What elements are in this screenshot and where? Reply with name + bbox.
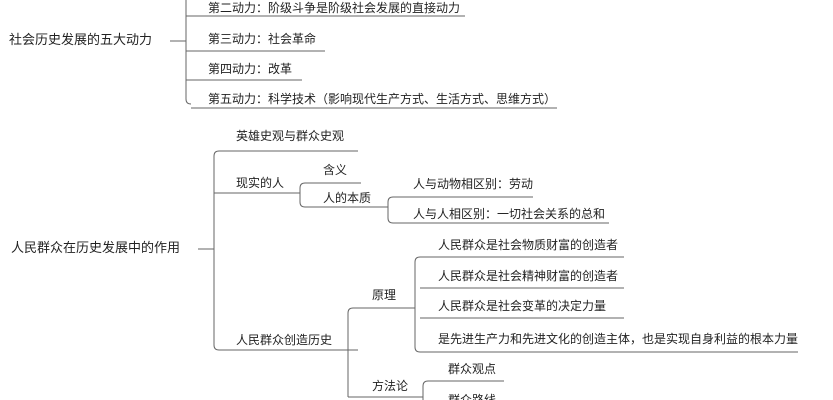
leaf-creative-subject: 是先进生产力和先进文化的创造主体，也是实现自身利益的根本力量	[438, 332, 799, 346]
leaf-mass-line: 群众路线	[448, 393, 497, 400]
leaf-material-wealth: 人民群众是社会物质财富的创造者	[438, 238, 619, 252]
connector-g2-trunk	[213, 150, 220, 351]
branch-methodology: 方法论	[372, 379, 409, 393]
connector-es-trunk	[387, 196, 394, 224]
leaf-spiritual-wealth: 人民群众是社会精神财富的创造者	[438, 269, 619, 283]
leaf-mass-viewpoint: 群众观点	[448, 362, 497, 376]
root-node-driving-forces: 社会历史发展的五大动力	[9, 33, 153, 48]
branch-principle: 原理	[372, 288, 397, 302]
connector-cr-trunk	[347, 307, 354, 397]
connector-g1-trunk	[185, 0, 192, 105]
branch-third-force: 第三动力：社会革命	[208, 32, 317, 46]
branch-fifth-force: 第五动力：科学技术（影响现代生产方式、生活方式、思维方式）	[208, 92, 557, 106]
branch-hero-view: 英雄史观与群众史观	[236, 129, 345, 143]
leaf-human-vs-animal: 人与动物相区别：劳动	[413, 177, 534, 191]
leaf-meaning: 含义	[323, 163, 348, 177]
connector-pr-trunk	[414, 256, 421, 353]
branch-human-essence: 人的本质	[323, 191, 372, 205]
connector-rp-trunk	[299, 182, 306, 208]
branch-second-force: 第二动力：阶级斗争是阶级社会发展的直接动力	[208, 1, 461, 15]
connector-me-trunk	[422, 380, 429, 400]
branch-people-create-history: 人民群众创造历史	[236, 333, 333, 347]
branch-fourth-force: 第四动力：改革	[208, 62, 293, 76]
root-node-people-role: 人民群众在历史发展中的作用	[11, 241, 181, 256]
branch-real-person: 现实的人	[236, 176, 285, 190]
leaf-human-vs-human: 人与人相区别：一切社会关系的总和	[413, 207, 606, 221]
leaf-decisive-force: 人民群众是社会变革的决定力量	[438, 299, 607, 313]
